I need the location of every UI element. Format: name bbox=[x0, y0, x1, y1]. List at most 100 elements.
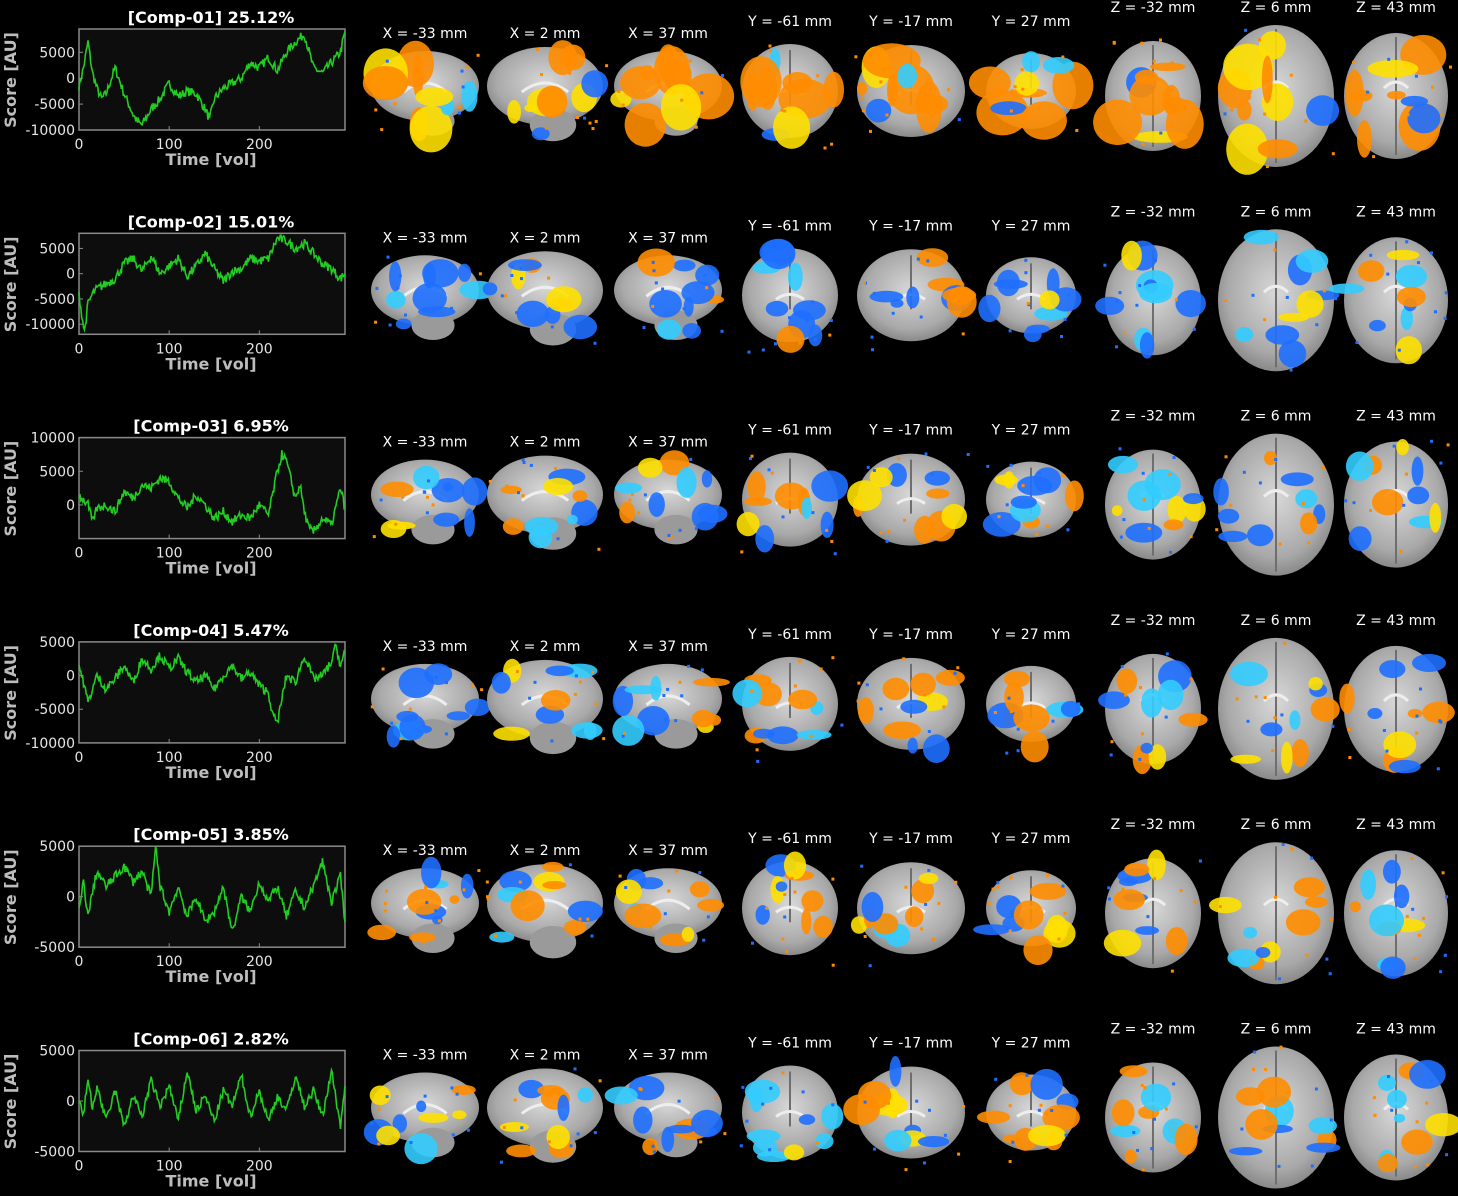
activation-voxel bbox=[783, 915, 787, 919]
activation-voxel bbox=[510, 265, 514, 269]
activation-voxel bbox=[887, 1101, 890, 1105]
activation-blob bbox=[506, 1144, 537, 1158]
activation-blob bbox=[1129, 75, 1172, 116]
activation-blob bbox=[746, 1129, 781, 1143]
activation-voxel bbox=[857, 681, 861, 685]
activation-blob bbox=[1328, 283, 1365, 294]
x-tick-label: 200 bbox=[246, 137, 273, 153]
activation-blob bbox=[773, 106, 811, 149]
activation-voxel bbox=[1258, 481, 1262, 485]
x-axis-label: Time [vol] bbox=[165, 967, 256, 986]
activation-blob bbox=[409, 932, 436, 943]
activation-voxel bbox=[923, 1161, 926, 1165]
activation-voxel bbox=[383, 902, 387, 906]
activation-voxel bbox=[873, 1147, 877, 1151]
activation-voxel bbox=[485, 880, 489, 884]
ventricle bbox=[1262, 693, 1290, 703]
activation-voxel bbox=[628, 498, 632, 502]
activation-voxel bbox=[768, 44, 772, 48]
activation-blob bbox=[1148, 744, 1167, 770]
activation-voxel bbox=[670, 535, 674, 539]
x-axis-label: Time [vol] bbox=[165, 354, 256, 373]
activation-voxel bbox=[942, 705, 946, 709]
activation-voxel bbox=[388, 323, 392, 327]
activation-voxel bbox=[621, 103, 625, 107]
activation-blob bbox=[783, 1144, 805, 1161]
x-tick-label: 0 bbox=[75, 954, 84, 970]
activation-blob bbox=[1209, 896, 1242, 914]
activation-voxel bbox=[856, 699, 860, 703]
activation-blob bbox=[798, 1114, 816, 1125]
ventricle bbox=[1262, 489, 1290, 498]
activation-blob bbox=[1029, 882, 1067, 900]
activation-voxel bbox=[639, 1087, 643, 1091]
activation-blob bbox=[1213, 478, 1229, 506]
activation-voxel bbox=[1355, 341, 1359, 344]
activation-voxel bbox=[404, 313, 407, 317]
activation-voxel bbox=[1449, 65, 1452, 69]
slice-label: Y = 27 mm bbox=[991, 627, 1071, 643]
activation-voxel bbox=[576, 1132, 580, 1136]
activation-blob bbox=[1141, 688, 1163, 718]
activation-voxel bbox=[1280, 713, 1284, 717]
activation-voxel bbox=[831, 877, 835, 881]
activation-voxel bbox=[393, 102, 397, 106]
activation-blob bbox=[755, 905, 770, 925]
activation-voxel bbox=[654, 281, 658, 285]
slice-label: X = 2 mm bbox=[510, 26, 581, 42]
activation-voxel bbox=[1120, 664, 1124, 668]
activation-voxel bbox=[927, 868, 931, 872]
activation-blob bbox=[1010, 495, 1037, 509]
activation-voxel bbox=[1230, 108, 1234, 112]
activation-voxel bbox=[800, 702, 803, 706]
activation-voxel bbox=[1153, 1117, 1156, 1121]
activation-blob bbox=[1360, 869, 1376, 900]
activation-blob bbox=[628, 1075, 665, 1101]
activation-voxel bbox=[816, 1141, 819, 1145]
activation-blob bbox=[882, 677, 910, 701]
activation-voxel bbox=[518, 880, 522, 884]
activation-blob bbox=[412, 54, 424, 99]
brain-slice: Y = 27 mm bbox=[978, 218, 1082, 343]
activation-blob bbox=[1113, 889, 1146, 910]
activation-voxel bbox=[813, 337, 817, 341]
activation-blob bbox=[1407, 103, 1441, 134]
ventricle bbox=[775, 292, 805, 301]
activation-blob bbox=[398, 667, 434, 699]
activation-voxel bbox=[423, 490, 427, 494]
activation-voxel bbox=[1347, 728, 1351, 731]
activation-voxel bbox=[401, 495, 405, 499]
activation-voxel bbox=[536, 47, 540, 51]
activation-blob bbox=[858, 697, 874, 725]
activation-voxel bbox=[445, 681, 448, 685]
activation-blob bbox=[922, 734, 950, 763]
activation-blob bbox=[1296, 290, 1324, 318]
y-tick-label: 5000 bbox=[39, 45, 75, 61]
activation-blob bbox=[1003, 1134, 1020, 1143]
activation-voxel bbox=[1141, 142, 1145, 146]
brain-slice: Y = -17 mm bbox=[843, 1036, 966, 1172]
activation-voxel bbox=[477, 869, 481, 872]
activation-voxel bbox=[703, 273, 707, 277]
y-tick-label: 0 bbox=[66, 498, 75, 514]
activation-voxel bbox=[678, 528, 682, 532]
activation-voxel bbox=[1169, 550, 1173, 554]
activation-voxel bbox=[522, 461, 526, 464]
activation-voxel bbox=[756, 759, 760, 763]
activation-blob bbox=[978, 294, 1001, 323]
activation-voxel bbox=[550, 325, 554, 329]
activation-voxel bbox=[1348, 756, 1352, 759]
x-tick-label: 0 bbox=[75, 546, 84, 562]
activation-voxel bbox=[675, 869, 679, 873]
slice-label: Y = -17 mm bbox=[868, 423, 953, 439]
slice-label: Y = -17 mm bbox=[868, 218, 953, 234]
activation-blob bbox=[1043, 57, 1075, 74]
activation-voxel bbox=[651, 260, 655, 264]
activation-blob bbox=[1139, 282, 1173, 304]
activation-blob bbox=[884, 1129, 912, 1152]
activation-voxel bbox=[588, 121, 592, 125]
activation-blob bbox=[821, 1103, 844, 1130]
activation-blob bbox=[747, 471, 766, 503]
activation-voxel bbox=[1141, 471, 1145, 475]
slice-label: X = 2 mm bbox=[510, 1048, 581, 1064]
